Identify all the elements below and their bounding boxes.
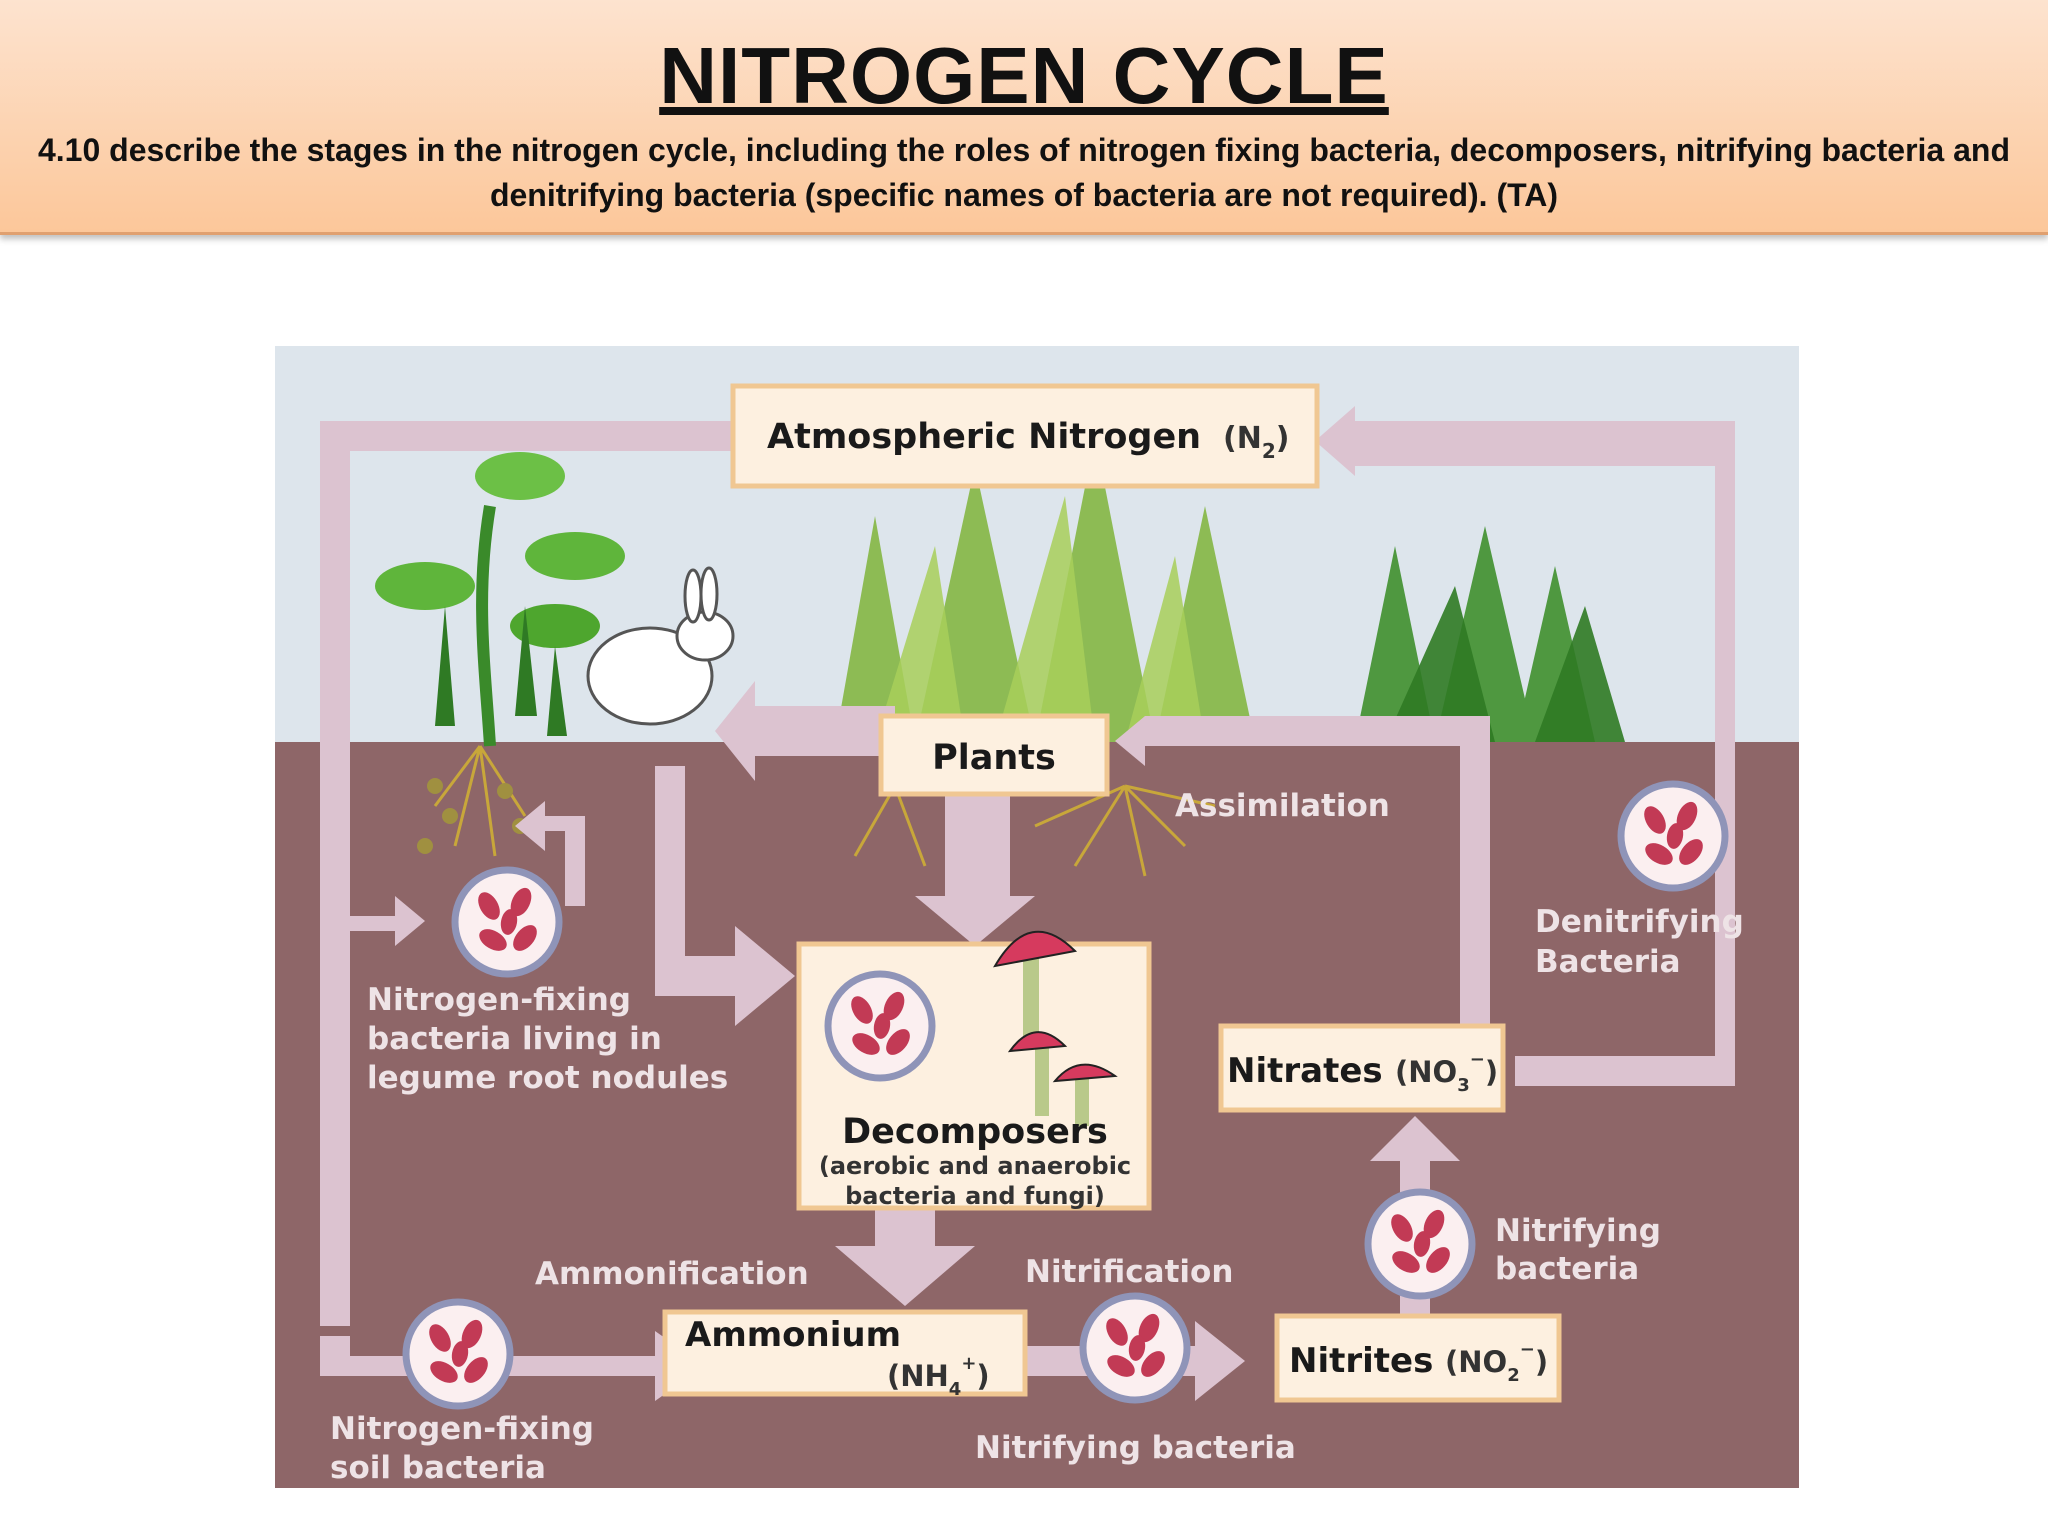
nitrates-formula: (NO3−): [1395, 1049, 1498, 1096]
nitrifying-upper-line1: Nitrifying: [1495, 1213, 1661, 1249]
legume-bacteria-line3: legume root nodules: [367, 1060, 728, 1096]
nitrites-formula-sup: −: [1520, 1339, 1535, 1360]
plants-label: Plants: [932, 738, 1056, 778]
ammonium-formula-close: ): [976, 1359, 989, 1393]
rabbit-icon: [586, 566, 735, 726]
atmospheric-formula-close: ): [1276, 421, 1290, 456]
denitrifying-line1: Denitrifying: [1535, 904, 1744, 940]
atmospheric-formula-sub: 2: [1262, 439, 1276, 463]
denitrifying-line2: Bacteria: [1535, 944, 1681, 980]
ammonium-label: Ammonium: [685, 1315, 901, 1355]
decomposers-line2: bacteria and fungi): [845, 1182, 1105, 1210]
page-subtitle: 4.10 describe the stages in the nitrogen…: [37, 132, 2010, 213]
decomposer-bacteria-icon: [828, 974, 932, 1078]
soil-bacteria-line1: Nitrogen-fixing: [330, 1411, 594, 1447]
legume-bacteria-line2: bacteria living in: [367, 1021, 662, 1057]
header-banner: NITROGEN CYCLE 4.10 describe the stages …: [0, 0, 2048, 235]
soil-bacteria-line2: soil bacteria: [330, 1450, 546, 1486]
nitrogen-cycle-diagram: Atmospheric Nitrogen (N2) Plants Assimil…: [275, 346, 1799, 1488]
nitrifying-upper-line2: bacteria: [1495, 1251, 1639, 1287]
atmospheric-formula: (N2): [1223, 421, 1289, 463]
nitrates-formula-sup: −: [1470, 1049, 1485, 1070]
page-title: NITROGEN CYCLE: [659, 31, 1389, 120]
root-nodules: [417, 778, 528, 854]
nitrates-box: [1218, 1023, 1506, 1113]
nitrites-label: Nitrites: [1289, 1341, 1433, 1381]
nitrification-label: Nitrification: [1025, 1254, 1233, 1290]
legume-plant: [375, 452, 625, 747]
ammonium-formula-sup: +: [961, 1353, 976, 1374]
ammonium-formula-sub: 4: [949, 1379, 962, 1400]
nitrates-formula-text: (NO: [1395, 1055, 1457, 1089]
decomposers-line1: (aerobic and anaerobic: [819, 1152, 1131, 1180]
legume-bacteria-icon: [455, 870, 559, 974]
ammonification-label: Ammonification: [535, 1256, 809, 1292]
ammonium-box: [662, 1309, 1028, 1397]
atmospheric-nitrogen-label: Atmospheric Nitrogen: [767, 417, 1201, 457]
ammonium-formula-text: (NH: [887, 1359, 949, 1393]
plants-box: [878, 713, 1110, 797]
nitrites-formula-sub: 2: [1507, 1365, 1520, 1386]
legume-bacteria-line1: Nitrogen-fixing: [367, 982, 631, 1018]
nitrites-formula-text: (NO: [1445, 1345, 1507, 1379]
mushroom-icon: [993, 930, 1118, 1126]
nitrites-box: [1274, 1313, 1562, 1403]
nitrifying-lower-label: Nitrifying bacteria: [975, 1430, 1296, 1466]
nitrites-formula-close: ): [1535, 1345, 1548, 1379]
plant-roots: [433, 745, 1216, 877]
ammonium-formula: (NH4 +): [887, 1353, 990, 1400]
soil-bacteria-icon: [406, 1302, 510, 1406]
nitrates-formula-close: ): [1485, 1055, 1498, 1089]
nitrates-formula-sub: 3: [1457, 1075, 1470, 1096]
decomposers-label: Decomposers: [842, 1112, 1108, 1152]
nitrates-label: Nitrates: [1227, 1051, 1383, 1091]
assimilation-label: Assimilation: [1175, 788, 1390, 824]
nitrites-formula: (NO2−): [1445, 1339, 1548, 1386]
grass-plants: [835, 436, 1625, 742]
atmospheric-nitrogen-box: [730, 383, 1320, 489]
denitrifying-bacteria-icon: [1621, 784, 1725, 888]
atmospheric-formula-text: (N: [1223, 421, 1262, 456]
nitrifying-bacteria-upper-icon: [1368, 1192, 1472, 1296]
nitrifying-bacteria-lower-icon: [1083, 1296, 1187, 1400]
